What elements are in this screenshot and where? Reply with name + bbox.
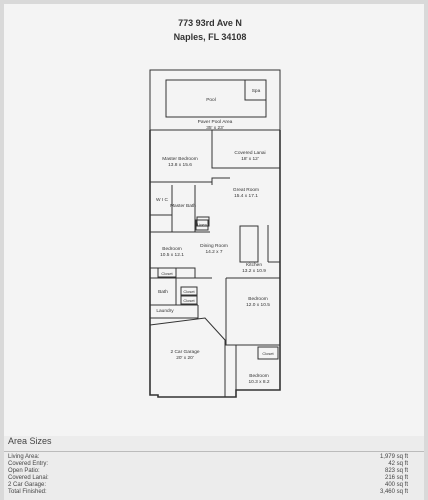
bedroom3-dim: 10.3 x 8.2 [248, 379, 269, 385]
bedroom1-dim: 10.5 x 12.1 [160, 252, 184, 258]
bedroom2-label: Bedroom [248, 296, 267, 302]
address-line-2: Naples, FL 34108 [173, 32, 247, 42]
closet4-label: Closet [262, 351, 274, 356]
wall-laundry [150, 305, 199, 319]
kitchen-label: Kitchen [246, 262, 262, 268]
garage-dim: 20' x 20' [176, 355, 194, 361]
bedroom3-label: Bedroom [249, 373, 268, 379]
closet3-box [180, 295, 198, 305]
area-row-covered-lanai: Covered Lanai: 216 sq ft [8, 475, 408, 482]
area-sizes-panel: Area Sizes Living Area: 1,979 sq ft Cove… [4, 436, 424, 500]
area-row-value: 400 sq ft [384, 482, 408, 488]
area-row-garage: 2 Car Garage: 400 sq ft [8, 482, 408, 489]
area-row-value: 216 sq ft [384, 475, 408, 481]
pool-shape [165, 79, 267, 118]
master-linen-closet [196, 216, 210, 227]
garage-label: 2 Car Garage [170, 349, 199, 355]
area-row-open-patio: Open Patio: 823 sq ft [8, 468, 408, 475]
area-row-living: Living Area: 1,979 sq ft [8, 454, 408, 461]
area-row-label: Living Area: [8, 454, 40, 460]
area-row-value: 823 sq ft [384, 468, 408, 474]
master-bedroom-label: Master Bedroom [162, 156, 197, 162]
house-outline [149, 130, 281, 398]
closet3-label: Closet [183, 298, 195, 303]
floor-plan-drawing: Pool Spa Paver Pool Area 35' x 23' Cover… [149, 69, 281, 398]
bedroom1-label: Bedroom [162, 246, 181, 252]
great-room-label: Great Room [233, 187, 259, 193]
spa-label: Spa [252, 88, 261, 94]
laundry-label: Laundry [156, 308, 174, 314]
closet4-box [257, 346, 279, 360]
pool-deck-outline [149, 69, 281, 131]
wall-entry [211, 177, 230, 185]
area-row-label: Covered Entry: [8, 461, 49, 467]
great-room-dim: 15.4 x 17.1 [234, 193, 258, 199]
bedroom2-dim: 12.0 x 10.5 [246, 302, 270, 308]
covered-lanai-dim: 18' x 12' [241, 156, 259, 162]
area-row-total-finished: Total Finished: 3,460 sq ft [8, 489, 408, 496]
wic-label: W I C [156, 197, 169, 203]
paver-pool-area-dim: 35' x 23' [206, 125, 224, 131]
wall-bedroom2 [225, 278, 280, 346]
area-row-label: Total Finished: [8, 489, 47, 495]
paver-pool-area-label: Paver Pool Area [198, 119, 233, 125]
closet1-box [157, 267, 177, 278]
bath-label: Bath [158, 289, 168, 295]
master-bath-label: Master Bath [170, 203, 196, 209]
area-row-value: 3,460 sq ft [379, 489, 408, 495]
closet1-label: Closet [161, 271, 173, 276]
address-line-1: 773 93rd Ave N [178, 18, 242, 28]
wall-kitchen-counter [267, 225, 280, 263]
area-row-label: Covered Lanai: [8, 475, 49, 481]
area-row-value: 42 sq ft [388, 461, 408, 467]
area-row-label: Open Patio: [8, 468, 40, 474]
area-row-label: 2 Car Garage: [8, 482, 47, 488]
pool-label: Pool [206, 97, 216, 103]
kitchen-island [239, 225, 259, 263]
spa-shape [244, 79, 267, 101]
covered-lanai-label: Covered Lanai [234, 150, 265, 156]
floor-plan-sheet [4, 4, 424, 498]
linen-label: Linen [197, 222, 207, 227]
kitchen-dim: 13.2 x 10.9 [242, 268, 266, 274]
wall-lanai [211, 130, 280, 169]
closet2-box [180, 286, 198, 296]
area-row-covered-entry: Covered Entry: 42 sq ft [8, 461, 408, 468]
linen-box [195, 219, 209, 231]
dining-room-label: Dining Room [200, 243, 228, 249]
wall-garage [149, 317, 226, 397]
area-sizes-title: Area Sizes [8, 436, 52, 446]
area-sizes-divider [4, 451, 424, 452]
master-bedroom-dim: 13.8 x 15.6 [168, 162, 192, 168]
dining-room-dim: 14.2 x 7 [205, 249, 222, 255]
closet2-label: Closet [183, 289, 195, 294]
area-row-value: 1,979 sq ft [379, 454, 408, 460]
